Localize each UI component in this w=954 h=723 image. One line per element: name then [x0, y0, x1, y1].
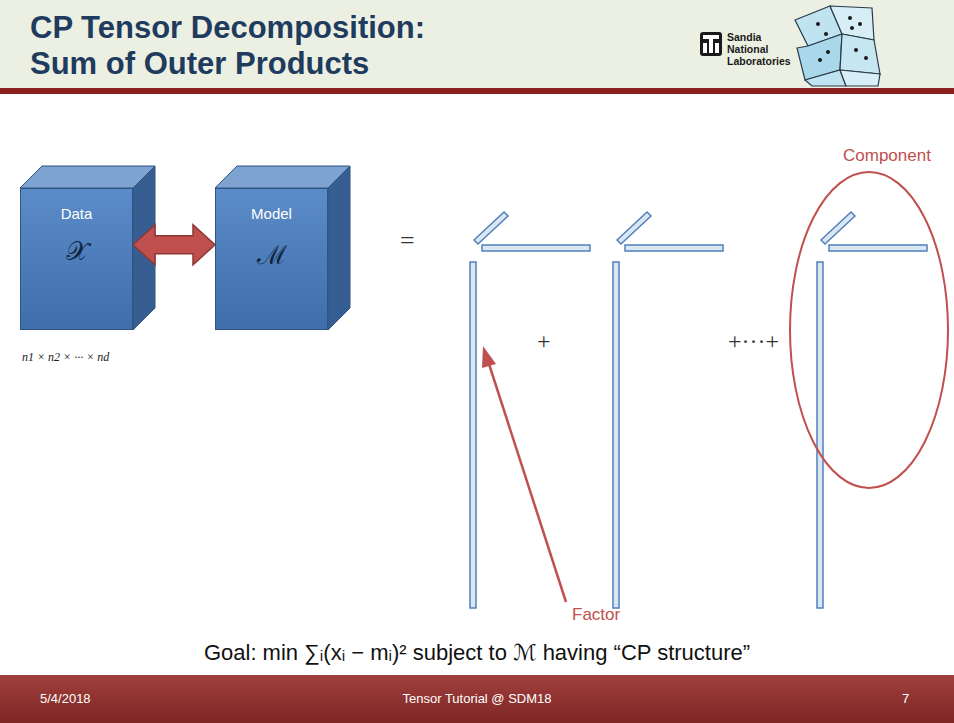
box-depth — [20, 166, 350, 330]
factor-vectors — [470, 212, 927, 608]
plus-sign: + — [537, 328, 551, 355]
plus-ellipsis: +···+ — [728, 328, 779, 355]
header-band — [0, 0, 954, 88]
box-heading: Data — [61, 205, 93, 222]
component-label: Component — [843, 146, 931, 166]
factor-leader — [482, 346, 566, 602]
dimension-label: n1 × n2 × ··· × nd — [22, 350, 109, 365]
factor-label: Factor — [572, 605, 620, 625]
double-arrow — [133, 225, 215, 265]
header-rule — [0, 88, 954, 94]
lab-name: Sandia National Laboratories — [727, 31, 797, 67]
footer-date: 5/4/2018 — [40, 691, 91, 706]
tensor-symbol: ℳ — [257, 236, 287, 272]
equals-sign: = — [400, 226, 415, 256]
box-heading: Model — [251, 205, 292, 222]
tensor-symbol: 𝒳 — [66, 236, 88, 267]
tensor-box: Data𝒳 — [20, 188, 133, 330]
page-number: 7 — [902, 691, 909, 706]
tensor-box: Modelℳ — [215, 188, 328, 330]
component-ellipse — [790, 172, 948, 488]
sandia-logo — [700, 32, 722, 56]
slide-title: CP Tensor Decomposition: Sum of Outer Pr… — [30, 10, 480, 82]
footer-title: Tensor Tutorial @ SDM18 — [0, 691, 954, 706]
arrow-shape — [133, 225, 215, 265]
footer-band — [0, 675, 954, 723]
logo-graphic — [795, 6, 880, 86]
goal-text: Goal: min ∑ᵢ(xᵢ − mᵢ)² subject to ℳ havi… — [0, 640, 954, 666]
